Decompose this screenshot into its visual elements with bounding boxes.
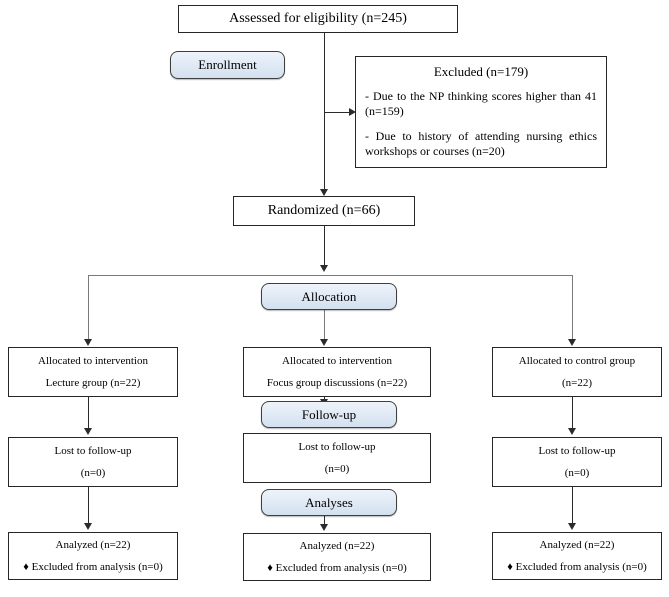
enrollment-label: Enrollment [198, 57, 257, 72]
node-arm-1-lost-to-followup: Lost to follow-up (n=0) [8, 437, 178, 487]
connector-arm-1-allocation-to-lost [88, 397, 89, 430]
arm-3-lost-line-2: (n=0) [564, 466, 590, 479]
analyses-label: Analyses [305, 494, 353, 510]
arrow-into-arm-1-allocation [84, 339, 92, 346]
arm-1-lost-line-1: Lost to follow-up [54, 444, 132, 457]
assessed-label: Assessed for eligibility (n=245) [229, 10, 407, 26]
node-arm-3-analyzed: Analyzed (n=22) ♦ Excluded from analysis… [492, 532, 662, 580]
arm-1-analyzed-line-1: Analyzed (n=22) [55, 538, 131, 551]
arrow-arm-2-into-analyzed [320, 524, 328, 531]
arrow-arm-1-into-lost [84, 428, 92, 435]
arm-1-analyzed-line-2: ♦ Excluded from analysis (n=0) [23, 560, 163, 573]
arm-1-allocation-line-2: Lecture group (n=22) [45, 376, 141, 389]
randomized-label: Randomized (n=66) [267, 202, 381, 218]
node-arm-1-allocation: Allocated to intervention Lecture group … [8, 347, 178, 397]
arrow-into-arm-2-allocation [320, 339, 328, 346]
connector-arm-3-allocation-to-lost [572, 397, 573, 430]
node-arm-2-analyzed: Analyzed (n=22) ♦ Excluded from analysis… [243, 533, 431, 581]
arm-2-allocation-line-1: Allocated to intervention [282, 354, 392, 367]
connector-assessed-to-randomized [324, 33, 325, 195]
node-arm-2-allocation: Allocated to intervention Focus group di… [243, 347, 431, 397]
arrow-arm-1-into-analyzed [84, 523, 92, 530]
allocation-label: Allocation [301, 288, 357, 304]
node-arm-3-allocation: Allocated to control group (n=22) [492, 347, 662, 397]
node-arm-1-analyzed: Analyzed (n=22) ♦ Excluded from analysis… [8, 532, 178, 580]
arm-1-lost-line-2: (n=0) [80, 466, 106, 479]
arrow-into-excluded [349, 108, 356, 116]
arm-3-analyzed-line-2: ♦ Excluded from analysis (n=0) [507, 560, 647, 573]
node-arm-2-lost-to-followup: Lost to follow-up (n=0) [243, 433, 431, 483]
connector-allocation-to-arm-2 [324, 310, 325, 341]
excluded-heading: Excluded (n=179) [433, 64, 529, 79]
connector-to-excluded [324, 112, 349, 113]
arrow-into-arm-3-allocation [568, 339, 576, 346]
arm-3-allocation-line-2: (n=22) [561, 376, 593, 389]
arm-3-lost-line-1: Lost to follow-up [538, 444, 616, 457]
arm-2-lost-line-1: Lost to follow-up [298, 440, 376, 453]
arm-2-analyzed-line-1: Analyzed (n=22) [299, 539, 375, 552]
arm-2-lost-line-2: (n=0) [324, 462, 350, 475]
node-randomized: Randomized (n=66) [233, 196, 415, 226]
arrow-into-randomized [320, 189, 328, 196]
node-arm-3-lost-to-followup: Lost to follow-up (n=0) [492, 437, 662, 487]
connector-arm-2-analyses-to-analyzed [324, 516, 325, 528]
stage-analyses: Analyses [261, 489, 397, 516]
excluded-reason-2: - Due to history of attending nursing et… [365, 128, 597, 159]
followup-label: Follow-up [301, 406, 357, 422]
stage-enrollment: Enrollment [170, 51, 285, 79]
arm-1-allocation-line-1: Allocated to intervention [38, 354, 148, 367]
arm-3-allocation-line-1: Allocated to control group [518, 354, 636, 367]
excluded-reason-1: - Due to the NP thinking scores higher t… [365, 89, 597, 119]
connector-randomized-down [324, 226, 325, 270]
node-assessed-for-eligibility: Assessed for eligibility (n=245) [178, 5, 458, 33]
connector-arm-3-lost-to-analyzed [572, 487, 573, 525]
arrow-into-allocation-bus [320, 265, 328, 272]
connector-bus-to-arm-1 [88, 275, 89, 341]
arrow-arm-3-into-analyzed [568, 523, 576, 530]
connector-bus-to-arm-3 [572, 275, 573, 341]
arm-3-analyzed-line-1: Analyzed (n=22) [539, 538, 615, 551]
arm-2-allocation-line-2: Focus group discussions (n=22) [266, 376, 408, 389]
stage-allocation: Allocation [261, 283, 397, 310]
arrow-arm-3-into-lost [568, 428, 576, 435]
arm-2-analyzed-line-2: ♦ Excluded from analysis (n=0) [267, 561, 407, 574]
allocation-bus-horizontal [88, 275, 573, 276]
node-excluded: Excluded (n=179) - Due to the NP thinkin… [355, 56, 607, 168]
stage-followup: Follow-up [261, 401, 397, 428]
connector-arm-1-lost-to-analyzed [88, 487, 89, 525]
